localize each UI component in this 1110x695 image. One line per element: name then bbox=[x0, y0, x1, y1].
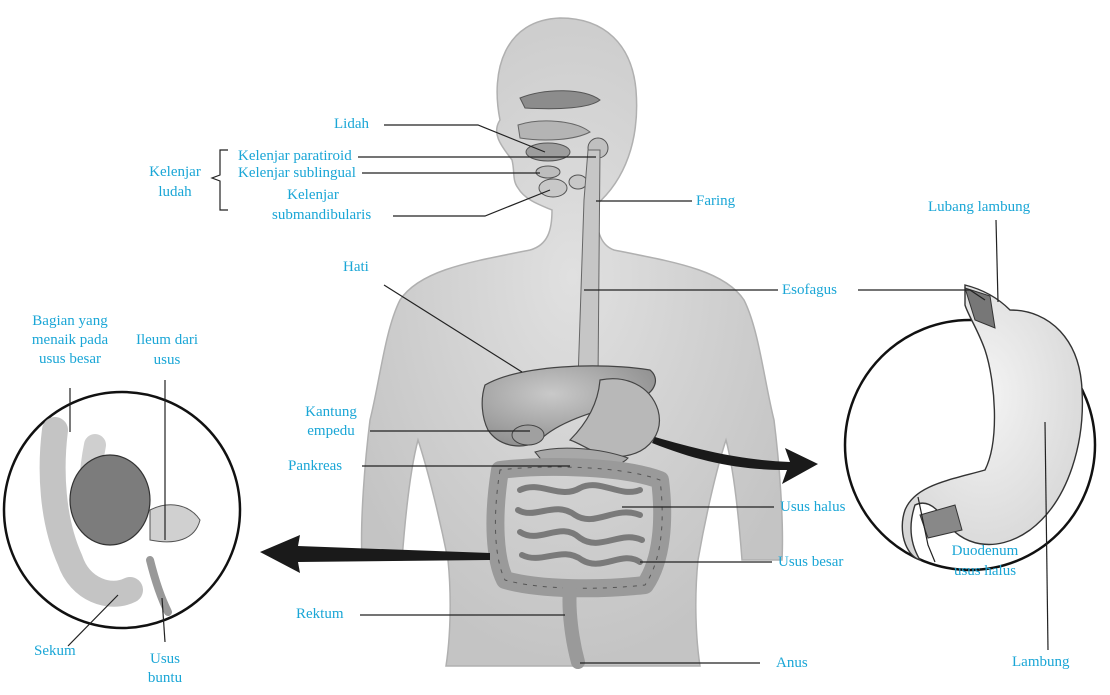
label-esofagus: Esofagus bbox=[782, 281, 837, 300]
label-pankreas: Pankreas bbox=[288, 457, 342, 476]
label-kelenjar-ludah-line2: ludah bbox=[142, 183, 208, 202]
label-duodenum-line1: Duodenum bbox=[935, 542, 1035, 561]
label-kelenjar-submandibularis-line1: Kelenjar bbox=[268, 186, 358, 205]
label-lubang-lambung: Lubang lambung bbox=[928, 198, 1030, 217]
label-anus: Anus bbox=[776, 654, 808, 673]
label-kelenjar-ludah-line1: Kelenjar bbox=[142, 163, 208, 182]
label-usus-halus: Usus halus bbox=[780, 498, 845, 517]
label-ileum-line1: Ileum dari bbox=[122, 331, 212, 350]
cecum-inset bbox=[4, 392, 240, 628]
label-kelenjar-sublingual: Kelenjar sublingual bbox=[238, 164, 356, 183]
label-duodenum-line2: usus halus bbox=[935, 562, 1035, 581]
tongue-shape bbox=[526, 143, 570, 161]
sublingual-gland bbox=[536, 166, 560, 178]
label-bagian-line1: Bagian yang bbox=[20, 312, 120, 331]
label-kantung-empedu-line2: empedu bbox=[292, 422, 370, 441]
label-ileum-line2: usus bbox=[122, 351, 212, 370]
label-bagian-line3: usus besar bbox=[20, 350, 120, 369]
label-faring: Faring bbox=[696, 192, 735, 211]
submandibular-gland bbox=[539, 179, 567, 197]
label-kantung-empedu-line1: Kantung bbox=[292, 403, 370, 422]
label-kelenjar-submandibularis-line2: submandibularis bbox=[272, 206, 371, 225]
label-lidah: Lidah bbox=[334, 115, 369, 134]
stomach-inset bbox=[845, 285, 1095, 570]
label-usus-buntu-line1: Usus bbox=[130, 650, 200, 669]
label-sekum: Sekum bbox=[34, 642, 76, 661]
label-bagian-line2: menaik pada bbox=[20, 331, 120, 350]
label-usus-buntu-line2: buntu bbox=[130, 669, 200, 688]
label-lambung: Lambung bbox=[1012, 653, 1070, 672]
label-usus-besar: Usus besar bbox=[778, 553, 843, 572]
label-hati: Hati bbox=[343, 258, 369, 277]
gallbladder-shape bbox=[512, 425, 544, 445]
torso-silhouette bbox=[362, 18, 783, 666]
label-rektum: Rektum bbox=[296, 605, 344, 624]
